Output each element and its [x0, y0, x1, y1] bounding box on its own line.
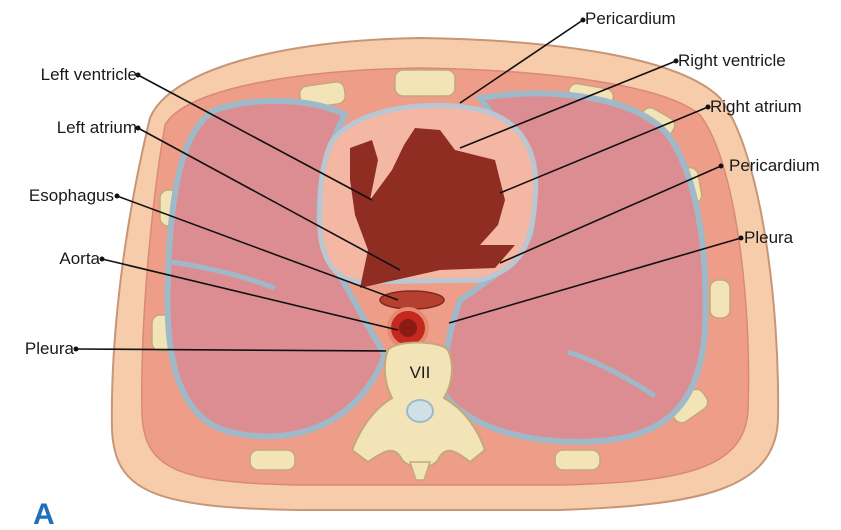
label-pleura-left: Pleura	[25, 339, 75, 358]
aorta-lumen	[399, 319, 417, 337]
label-left-atrium: Left atrium	[57, 118, 137, 137]
label-pleura-right: Pleura	[744, 228, 794, 247]
label-right-ventricle: Right ventricle	[678, 51, 786, 70]
label-right-atrium: Right atrium	[710, 97, 802, 116]
label-pericardium-right: Pericardium	[729, 156, 820, 175]
esophagus	[380, 291, 444, 309]
spinal-canal	[407, 400, 433, 422]
panel-letter: A	[33, 498, 55, 530]
label-left-ventricle: Left ventricle	[41, 65, 137, 84]
label-aorta: Aorta	[59, 249, 100, 268]
label-esophagus: Esophagus	[29, 186, 114, 205]
vertebra-label: VII	[410, 363, 431, 382]
label-pericardium-top: Pericardium	[585, 9, 676, 28]
